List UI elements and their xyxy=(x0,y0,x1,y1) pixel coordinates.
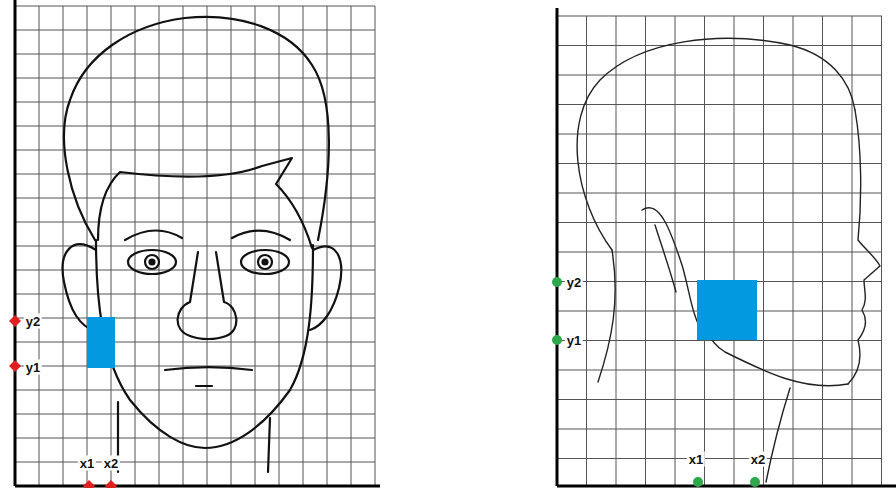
grid-line xyxy=(557,45,882,46)
axis-label: x1 xyxy=(687,452,705,467)
grid xyxy=(15,6,375,486)
axis-label: y1 xyxy=(24,360,42,375)
ear xyxy=(642,208,704,334)
green-markers xyxy=(552,277,760,487)
neck xyxy=(598,250,790,482)
grid-line xyxy=(15,462,375,463)
grid-line xyxy=(557,429,882,430)
grid-line xyxy=(557,340,882,341)
skull-outline xyxy=(577,38,855,250)
grid-line xyxy=(15,438,375,439)
grid-line xyxy=(645,16,646,486)
front-face xyxy=(63,17,342,472)
grid xyxy=(557,16,882,486)
mouth xyxy=(165,367,252,386)
point-marker xyxy=(693,477,703,487)
grid-line xyxy=(557,458,882,459)
axes xyxy=(15,0,896,486)
grid-line xyxy=(881,16,882,486)
pupil xyxy=(263,260,268,265)
face-profile xyxy=(848,110,880,384)
profile-head xyxy=(577,38,880,482)
grid-line xyxy=(15,6,375,7)
point-marker xyxy=(83,480,95,488)
grid-line xyxy=(557,370,882,371)
marked-region xyxy=(87,317,115,368)
grid-line xyxy=(557,399,882,400)
grid-line xyxy=(734,16,735,486)
axis-label: x2 xyxy=(102,456,120,471)
grid-line xyxy=(557,134,882,135)
grid-line xyxy=(557,163,882,164)
grid-line xyxy=(822,16,823,486)
iris xyxy=(258,255,272,269)
grid-line xyxy=(15,318,375,319)
grid-line xyxy=(793,16,794,486)
grid-line xyxy=(15,294,375,295)
eye xyxy=(128,250,176,274)
grid-line xyxy=(557,104,882,105)
y-axis xyxy=(14,0,17,486)
x-axis xyxy=(557,485,896,488)
point-marker xyxy=(9,360,21,372)
axis-label: x1 xyxy=(78,456,96,471)
face-outline xyxy=(96,240,313,448)
point-marker xyxy=(9,315,21,327)
grid-line xyxy=(586,16,587,486)
axis-label: x2 xyxy=(749,452,767,467)
grid-line xyxy=(557,16,882,17)
grid-line xyxy=(15,150,375,151)
grid-line xyxy=(557,222,882,223)
hair-outline xyxy=(64,17,329,240)
hair-fringe xyxy=(98,158,312,248)
grid-line xyxy=(557,193,882,194)
grid-line xyxy=(15,414,375,415)
grid-line xyxy=(15,30,375,31)
x-axis xyxy=(15,485,380,488)
grid-line xyxy=(675,16,676,486)
y-axis xyxy=(556,8,559,486)
point-marker xyxy=(552,335,562,345)
grid-line xyxy=(15,78,375,79)
grid-line xyxy=(15,54,375,55)
grid-line xyxy=(15,198,375,199)
point-marker xyxy=(105,480,117,488)
axis-label: y1 xyxy=(565,333,583,348)
grid-line xyxy=(616,16,617,486)
grid-line xyxy=(557,252,882,253)
neck xyxy=(118,402,270,472)
axis-label: y2 xyxy=(24,314,42,329)
brow xyxy=(125,231,290,240)
pupil xyxy=(150,260,155,265)
grid-line xyxy=(763,16,764,486)
grid-line xyxy=(15,390,375,391)
eye xyxy=(241,250,289,274)
grid-line xyxy=(15,126,375,127)
marked-region xyxy=(697,280,757,340)
grid-line xyxy=(852,16,853,486)
point-marker xyxy=(552,277,562,287)
axis-label: y2 xyxy=(565,275,583,290)
grid-line xyxy=(704,16,705,486)
point-marker xyxy=(750,477,760,487)
grid-line xyxy=(15,342,375,343)
ear xyxy=(310,246,341,330)
iris xyxy=(145,255,159,269)
nose xyxy=(178,252,237,339)
